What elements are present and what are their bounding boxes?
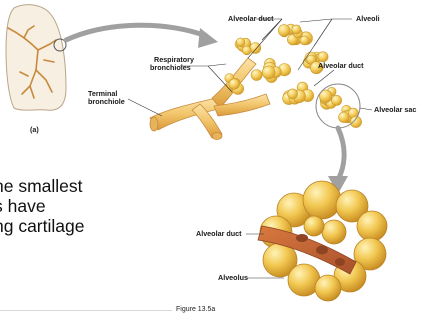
alveolus-sphere [251,70,262,81]
label-alveolar-duct-right: Alveolar duct [318,61,364,70]
alveolus-sphere [292,25,301,34]
label-alveolus: Alveolus [218,273,248,282]
diagram-labels: Alveolar duct Alveoli Respiratory bronch… [30,14,416,282]
alveolus-sphere [236,38,245,47]
label-alveolar-duct-lower: Alveolar duct [196,229,242,238]
figure-caption: Figure 13.5a [176,306,215,313]
lung-thumbnail [6,5,66,111]
label-respiratory-bronchioles-2: bronchioles [150,63,191,72]
zoom-arrow-top [66,25,218,48]
alveolus-sphere [300,36,309,45]
body-text-line-1: he smallest [0,176,180,196]
alveolus-sphere [242,46,251,55]
body-text-line-3: ng cartilage [0,216,180,236]
slide-body-text: he smallest s have ng cartilage [0,176,180,236]
label-terminal-bronchiole-2: bronchiole [88,97,125,106]
body-text-line-2: s have [0,196,180,216]
panel-letter: (a) [30,125,39,134]
alveolus-sphere [288,89,298,99]
alveolus-sphere [262,66,275,79]
alveolus-sphere [229,79,240,90]
label-alveoli: Alveoli [356,14,380,23]
bottom-rule [0,310,172,311]
alveolus-sphere [250,43,261,54]
alveolus-sphere [278,25,290,37]
alveolar-sac-enlarged [258,181,387,301]
label-alveolar-sac: Alveolar sac [374,105,416,114]
alveolus-sphere [332,95,342,105]
alveolus-sphere [339,112,350,123]
label-alveolar-duct-top: Alveolar duct [228,14,274,23]
